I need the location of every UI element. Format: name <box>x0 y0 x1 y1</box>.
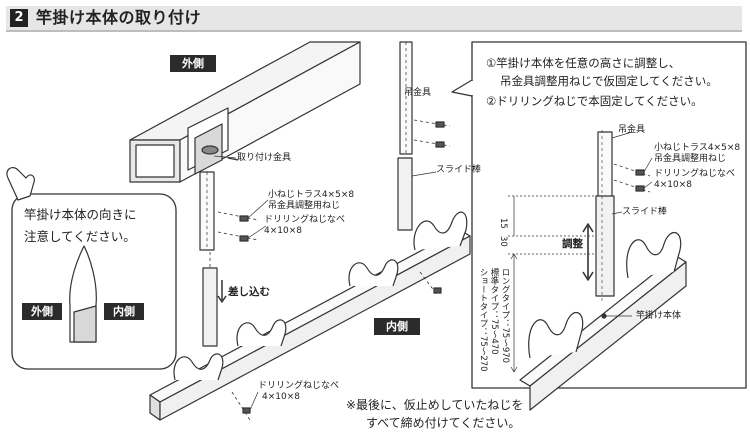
left-hanger-pipe <box>199 171 215 251</box>
right-slide-bar <box>397 157 413 231</box>
detail-view <box>451 41 747 411</box>
drill-screw-size: 4×10×8 <box>264 226 302 236</box>
long-type-label: ロングタイプ：75〜970 <box>500 268 510 364</box>
slide-bar-label: スライド棒 <box>436 165 482 175</box>
detail-step1-line2: 吊金具調整用ねじで仮固定してください。 <box>500 74 718 88</box>
final-note-line2: すべて締め付けてください。 <box>366 416 521 430</box>
step-number-badge: 2 <box>10 9 28 27</box>
detail-drill-screw-label: ドリリングねじなべ <box>654 169 736 179</box>
dim-30-label: 30 <box>498 236 508 247</box>
orientation-note-bubble <box>6 166 177 370</box>
outer-side-tag: 外側 <box>170 55 216 72</box>
detail-adjust-label: 調整 <box>562 238 583 250</box>
hanger-bracket-label: 吊金具 <box>404 88 432 98</box>
standard-type-label: 標準タイプ：75〜470 <box>489 268 499 355</box>
bottom-drill-screw-size: 4×10×8 <box>262 392 300 402</box>
final-note-line1: ※最後に、仮止めしていたねじを <box>346 398 524 412</box>
small-screw-sub-label: 吊金具調整用ねじ <box>268 201 341 211</box>
detail-slide-bar-label: スライド棒 <box>622 207 668 217</box>
dim-15-label: 15 <box>498 218 508 229</box>
inner-side-tag: 内側 <box>374 318 420 335</box>
mount-bracket-label: 取り付け金具 <box>237 153 292 163</box>
left-screws <box>217 211 259 242</box>
mount-bracket <box>187 107 239 175</box>
short-type-label: ショートタイプ：75〜270 <box>478 268 488 372</box>
detail-small-screw-label: 小ねじトラス4×5×8 <box>654 143 741 153</box>
rod-holder-body <box>149 211 471 421</box>
detail-step2: ②ドリリングねじで本固定してください。 <box>486 94 703 108</box>
insert-label: 差し込む <box>228 286 270 298</box>
orientation-note-line1: 竿掛け本体の向きに <box>24 207 137 222</box>
detail-small-screw-sub: 吊金具調整用ねじ <box>654 154 727 164</box>
orientation-note-line2: 注意してください。 <box>24 229 136 244</box>
section-header: 2 竿掛け本体の取り付け <box>6 6 742 32</box>
detail-step1-line1: ①竿掛け本体を任意の高さに調整し、 <box>486 56 681 70</box>
small-screw-label: 小ねじトラス4×5×8 <box>268 190 355 200</box>
leader-lines-main <box>213 102 437 411</box>
bottom-drill-screw-label: ドリリングねじなべ <box>258 381 340 391</box>
drill-screw-label: ドリリングねじなべ <box>264 215 346 225</box>
left-slide-bar <box>202 252 227 347</box>
right-hanger-pipe <box>399 41 451 155</box>
detail-drill-screw-size: 4×10×8 <box>654 180 692 190</box>
side-inner-tag: 内側 <box>104 303 144 320</box>
detail-body-label: 竿掛け本体 <box>636 311 682 321</box>
detail-hanger-bracket-label: 吊金具 <box>618 125 646 135</box>
section-title: 竿掛け本体の取り付け <box>36 8 202 27</box>
side-outer-tag: 外側 <box>22 303 62 320</box>
